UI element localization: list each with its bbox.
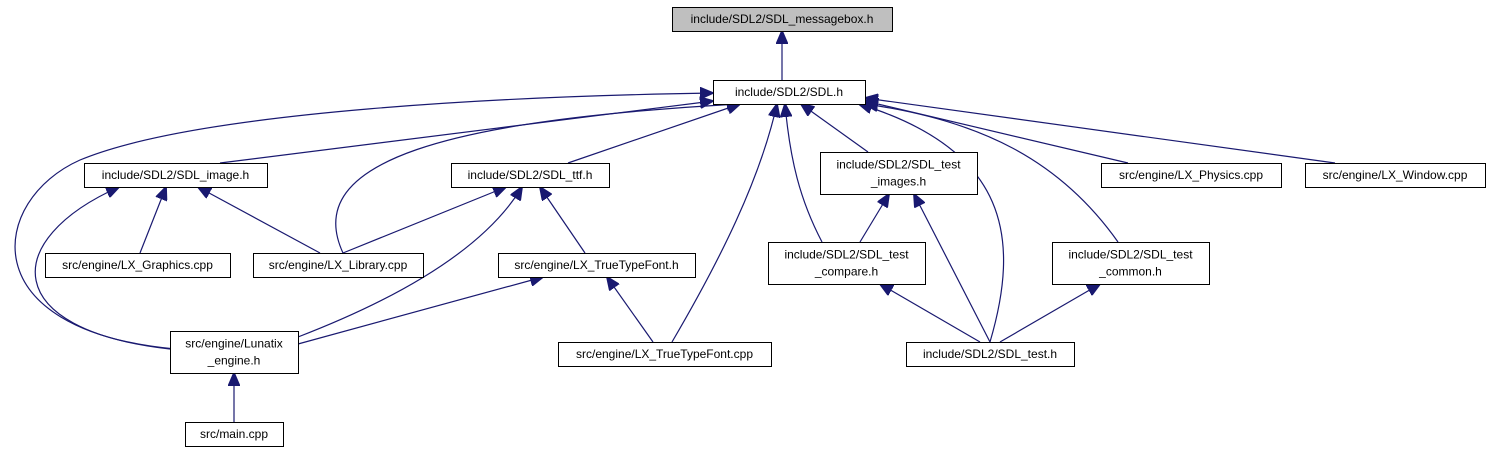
edge-image-to-sdl xyxy=(219,101,713,164)
edge-ttfont_cpp-to-sdl xyxy=(671,104,777,343)
node-sdl[interactable]: include/SDL2/SDL.h xyxy=(713,80,866,105)
node-test-common[interactable]: include/SDL2/SDL_test _common.h xyxy=(1052,242,1210,285)
edge-window-to-sdl xyxy=(865,98,1336,164)
node-label: include/SDL2/SDL.h xyxy=(735,85,843,99)
edge-line xyxy=(335,104,740,254)
node-library[interactable]: src/engine/LX_Library.cpp xyxy=(253,253,424,278)
node-label: _engine.h xyxy=(207,354,261,368)
edge-line xyxy=(859,194,889,243)
edge-lunatix-to-ttfont_h xyxy=(297,277,543,345)
node-sdl-test[interactable]: include/SDL2/SDL_test.h xyxy=(906,342,1075,367)
node-label: src/main.cpp xyxy=(200,427,268,441)
edge-line xyxy=(914,194,991,343)
node-label: src/engine/LX_TrueTypeFont.cpp xyxy=(576,347,753,361)
node-box xyxy=(672,7,893,32)
node-messagebox: include/SDL2/SDL_messagebox.h xyxy=(672,7,893,32)
node-box xyxy=(768,242,926,285)
node-ttf[interactable]: include/SDL2/SDL_ttf.h xyxy=(451,163,610,188)
edge-line xyxy=(198,187,321,254)
edge-line xyxy=(785,104,823,243)
node-label: include/SDL2/SDL_test xyxy=(1068,248,1193,262)
edge-line xyxy=(342,187,506,254)
node-label: src/engine/LX_Physics.cpp xyxy=(1119,168,1263,182)
node-physics[interactable]: src/engine/LX_Physics.cpp xyxy=(1101,163,1282,188)
node-box xyxy=(1305,163,1486,188)
node-box xyxy=(253,253,424,278)
node-window[interactable]: src/engine/LX_Window.cpp xyxy=(1305,163,1486,188)
edge-library-to-ttf xyxy=(342,187,506,254)
node-label: src/engine/LX_TrueTypeFont.h xyxy=(514,258,678,272)
edge-line xyxy=(880,284,981,343)
node-label: include/SDL2/SDL_test xyxy=(836,158,961,172)
edge-line xyxy=(540,187,586,254)
edge-line xyxy=(139,187,166,254)
node-box xyxy=(451,163,610,188)
edge-lunatix-to-ttf xyxy=(297,187,522,338)
edge-test_images-to-sdl xyxy=(801,104,869,153)
edge-test_common-to-sdl xyxy=(865,104,1119,243)
edge-ttf-to-sdl xyxy=(567,104,740,164)
node-label: include/SDL2/SDL_test.h xyxy=(923,347,1057,361)
node-box xyxy=(906,342,1075,367)
edge-line xyxy=(14,93,713,350)
node-label: _common.h xyxy=(1098,265,1162,279)
edge-line xyxy=(859,104,1005,343)
edge-library-to-image xyxy=(198,187,321,254)
edge-sdl_test-to-test_images xyxy=(914,194,991,343)
edge-line xyxy=(801,104,869,153)
node-box xyxy=(1101,163,1282,188)
node-box xyxy=(498,253,696,278)
node-label: _compare.h xyxy=(814,265,878,279)
edge-line xyxy=(865,104,1119,243)
node-box xyxy=(45,253,231,278)
edge-test_compare-to-test_images xyxy=(859,194,889,243)
node-box xyxy=(185,422,284,447)
edge-line xyxy=(297,187,522,338)
edge-lunatix-to-sdl xyxy=(14,93,713,350)
node-label: include/SDL2/SDL_image.h xyxy=(102,168,249,182)
node-image[interactable]: include/SDL2/SDL_image.h xyxy=(84,163,268,188)
node-label: src/engine/Lunatix xyxy=(185,337,282,351)
edge-library-to-sdl xyxy=(335,104,740,254)
node-ttfont-h[interactable]: src/engine/LX_TrueTypeFont.h xyxy=(498,253,696,278)
node-box xyxy=(558,342,772,367)
edge-lunatix-to-image xyxy=(34,187,171,350)
node-label: src/engine/LX_Graphics.cpp xyxy=(62,258,213,272)
nodes-layer: include/SDL2/SDL_messagebox.h include/SDL… xyxy=(45,7,1486,447)
edge-line xyxy=(671,104,777,343)
node-main[interactable]: src/main.cpp xyxy=(185,422,284,447)
node-test-compare[interactable]: include/SDL2/SDL_test _compare.h xyxy=(768,242,926,285)
node-box xyxy=(170,331,299,374)
node-label: _images.h xyxy=(870,175,926,189)
node-label: src/engine/LX_Library.cpp xyxy=(269,258,408,272)
edge-ttfont_cpp-to-ttfont_h xyxy=(607,277,654,343)
node-label: include/SDL2/SDL_messagebox.h xyxy=(691,12,874,26)
edge-sdl_test-to-sdl xyxy=(859,104,1005,343)
node-lunatix[interactable]: src/engine/Lunatix _engine.h xyxy=(170,331,299,374)
edge-line xyxy=(219,101,713,164)
edge-test_compare-to-sdl xyxy=(785,104,823,243)
node-box xyxy=(713,80,866,105)
edges-layer xyxy=(14,31,1336,422)
edge-line xyxy=(607,277,654,343)
edge-line xyxy=(297,277,543,345)
edge-ttfont_h-to-ttf xyxy=(540,187,586,254)
edge-line xyxy=(865,98,1336,164)
node-ttfont-cpp[interactable]: src/engine/LX_TrueTypeFont.cpp xyxy=(558,342,772,367)
edge-line xyxy=(567,104,740,164)
node-graphics[interactable]: src/engine/LX_Graphics.cpp xyxy=(45,253,231,278)
node-box xyxy=(84,163,268,188)
edge-graphics-to-image xyxy=(139,187,166,254)
edge-sdl_test-to-test_common xyxy=(999,284,1100,343)
node-label: include/SDL2/SDL_ttf.h xyxy=(468,168,593,182)
node-test-images[interactable]: include/SDL2/SDL_test _images.h xyxy=(820,152,978,195)
node-label: include/SDL2/SDL_test xyxy=(784,248,909,262)
node-label: src/engine/LX_Window.cpp xyxy=(1323,168,1468,182)
edge-line xyxy=(999,284,1100,343)
node-box xyxy=(820,152,978,195)
node-box xyxy=(1052,242,1210,285)
edge-sdl_test-to-test_compare xyxy=(880,284,981,343)
edge-line xyxy=(34,187,171,350)
